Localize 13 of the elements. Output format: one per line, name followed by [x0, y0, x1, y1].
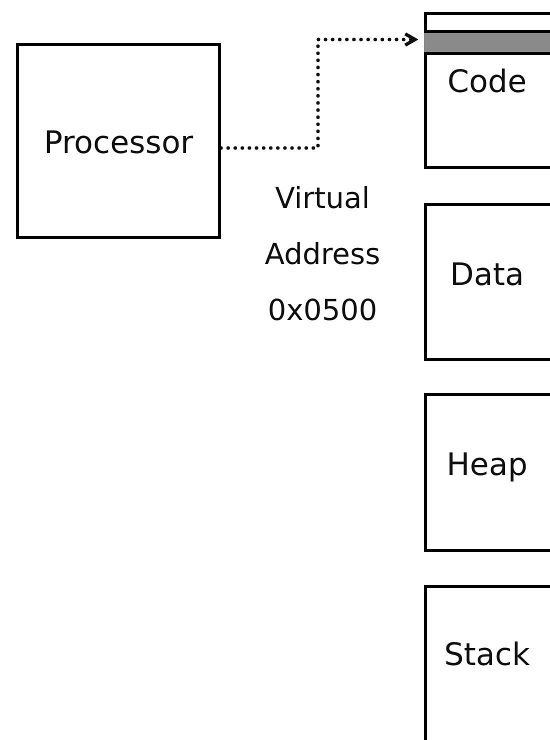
edge-label: Virtual Address 0x0500 — [264, 180, 382, 329]
segment-label: Processor — [42, 128, 194, 159]
segment-label: Data — [448, 260, 526, 291]
segment-label: Stack — [443, 640, 531, 671]
segment-label: Heap — [445, 450, 529, 481]
memory-segment-box — [424, 12, 550, 169]
segment-label: Code — [446, 67, 528, 98]
memory-segment-box — [16, 43, 221, 239]
dotted-arrow — [219, 32, 417, 150]
memory-segment-box — [424, 393, 550, 552]
highlight-bar — [424, 30, 550, 55]
memory-segment-box — [424, 203, 550, 361]
memory-segment-box — [424, 585, 550, 740]
